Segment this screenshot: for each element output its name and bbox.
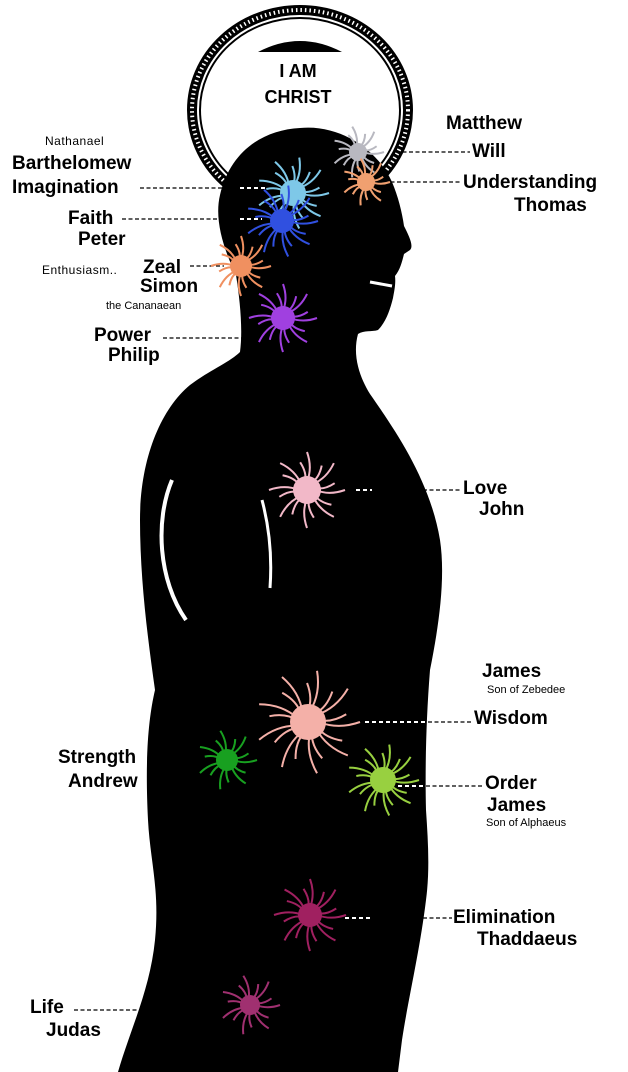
label-strength: Strength <box>58 748 136 768</box>
label-thomas: Thomas <box>514 196 587 216</box>
burst-core <box>357 173 375 191</box>
label-matthew: Matthew <box>446 114 522 134</box>
label-power: Power <box>94 326 151 346</box>
label-simon: Simon <box>140 277 198 297</box>
label-andrew: Andrew <box>68 772 138 792</box>
label-thaddaeus: Thaddaeus <box>477 930 577 950</box>
burst-core <box>216 749 238 771</box>
label-zeal: Zeal <box>143 258 181 278</box>
burst-core <box>370 767 396 793</box>
label-nathanael: Nathanael <box>45 135 104 148</box>
label-philip: Philip <box>108 346 160 366</box>
halo-title: I AM CHRIST <box>238 58 358 110</box>
label-john: John <box>479 500 524 520</box>
burst-core <box>271 306 295 330</box>
halo-line-1: I AM <box>238 58 358 84</box>
label-order: Order <box>485 774 537 794</box>
burst-core <box>230 255 252 277</box>
label-enthusiasm: Enthusiasm.. <box>42 264 117 277</box>
label-imagination: Imagination <box>12 178 119 198</box>
label-son-of-alphaeus: Son of Alphaeus <box>486 817 566 829</box>
label-will: Will <box>472 142 506 162</box>
label-peter: Peter <box>78 230 126 250</box>
label-son-of-zebedee: Son of Zebedee <box>487 684 565 696</box>
burst-core <box>240 995 260 1015</box>
label-judas: Judas <box>46 1021 101 1041</box>
label-james-alphaeus: James <box>487 796 546 816</box>
burst-core <box>290 704 326 740</box>
label-elimination: Elimination <box>453 908 555 928</box>
burst-core <box>349 143 367 161</box>
burst-core <box>298 903 322 927</box>
label-faith: Faith <box>68 209 113 229</box>
burst-core <box>270 209 294 233</box>
label-wisdom: Wisdom <box>474 709 548 729</box>
label-james-zebedee: James <box>482 662 541 682</box>
burst-core <box>293 476 321 504</box>
halo-line-2: CHRIST <box>238 84 358 110</box>
label-understanding: Understanding <box>463 173 597 193</box>
label-life: Life <box>30 998 64 1018</box>
label-cananaean: the Cananaean <box>106 300 181 312</box>
label-barthelomew: Barthelomew <box>12 154 131 174</box>
label-love: Love <box>463 479 507 499</box>
